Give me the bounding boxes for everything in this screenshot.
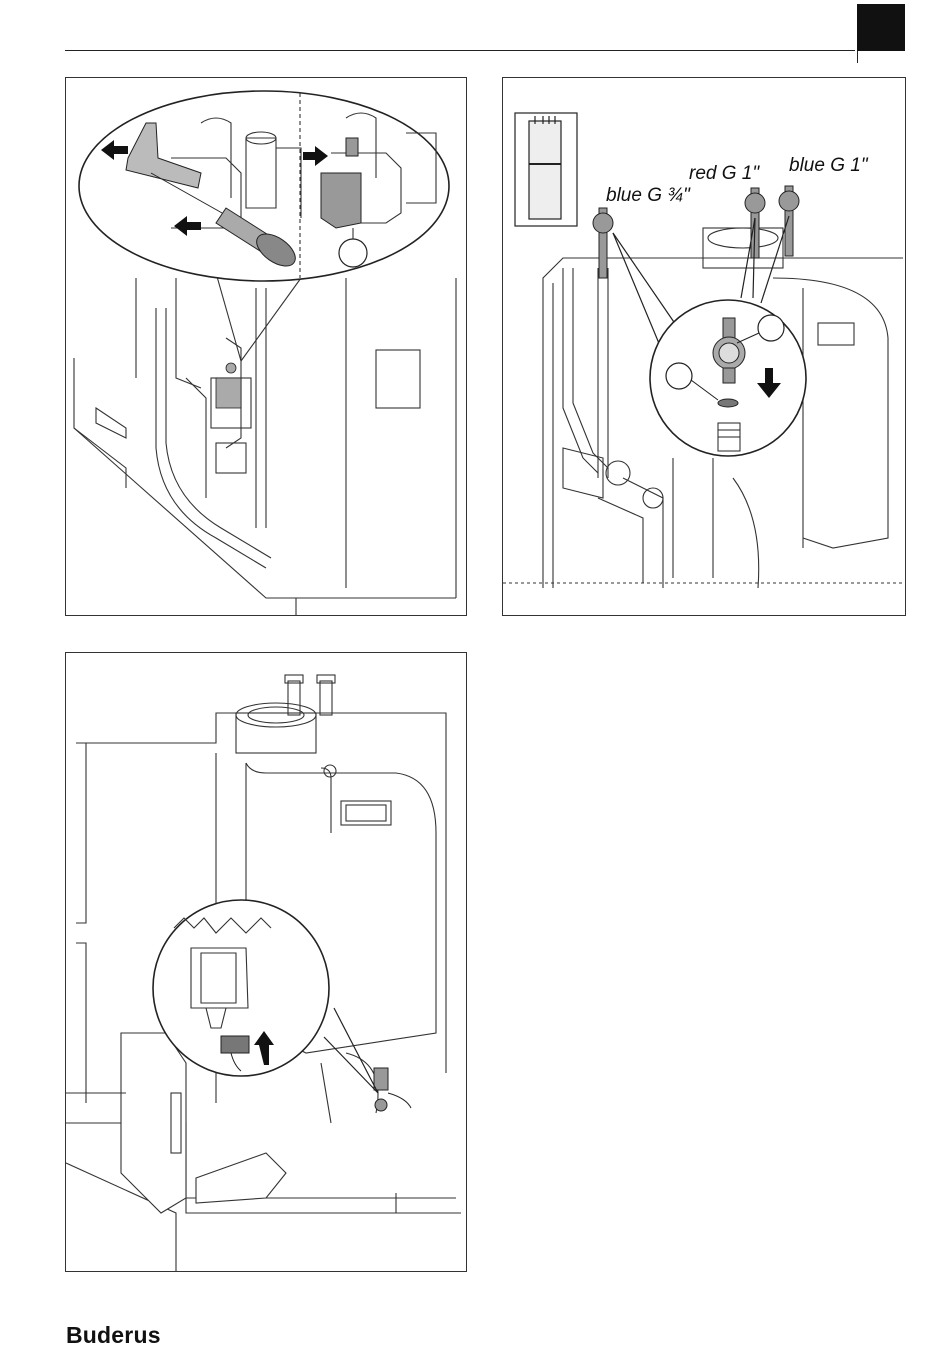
figure-3-illustration xyxy=(66,653,466,1271)
label-blue-large: blue G 1" xyxy=(789,155,868,177)
brand-logo: Buderus xyxy=(66,1322,161,1349)
label-blue-small: blue G ¾" xyxy=(606,185,690,207)
boiler-icon xyxy=(515,113,577,226)
figure-2-panel: blue G ¾" red G 1" blue G 1" xyxy=(502,77,906,616)
figure-1-illustration xyxy=(66,78,466,615)
label-red: red G 1" xyxy=(689,163,759,185)
callout-circle xyxy=(666,363,692,389)
callout-circle xyxy=(758,315,784,341)
header-rule xyxy=(65,50,855,51)
connector-plug xyxy=(221,1036,249,1053)
figure-3-panel xyxy=(65,652,467,1272)
chapter-tab xyxy=(857,4,905,51)
figure-1-panel xyxy=(65,77,467,616)
callout-circle xyxy=(339,239,367,267)
chapter-tab-tick xyxy=(857,51,858,63)
